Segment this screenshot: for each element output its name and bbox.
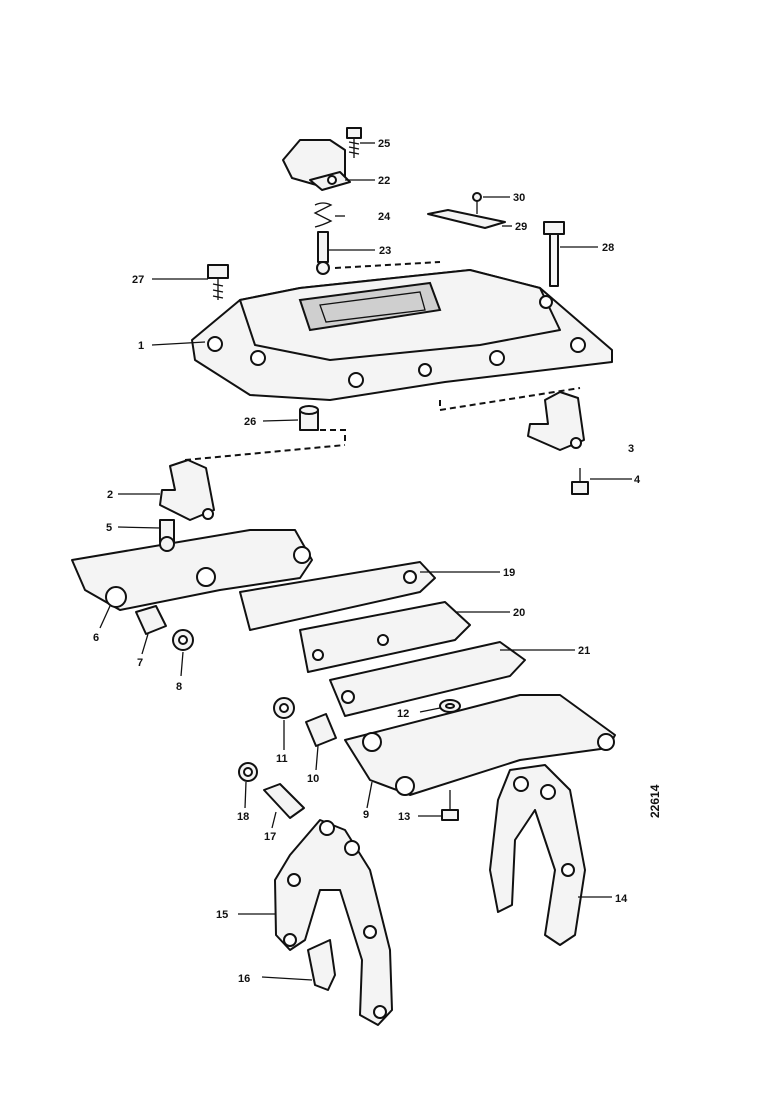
callout-20: 20 [513, 607, 525, 619]
callout-16: 16 [238, 973, 250, 985]
bracket-2 [159, 459, 215, 521]
callout-15: 15 [216, 909, 228, 921]
bolt-13 [441, 790, 459, 821]
spacer-10 [305, 713, 337, 747]
bolt-28 [543, 221, 565, 287]
callouts: 1 2 3 4 5 6 7 8 9 10 11 12 13 14 15 16 1… [93, 138, 662, 985]
callout-17: 17 [264, 831, 276, 843]
callout-23: 23 [379, 245, 391, 257]
nut-12 [439, 699, 461, 713]
selector-rail-6 [71, 519, 313, 611]
bolt-27 [207, 264, 229, 300]
callout-30: 30 [513, 192, 525, 204]
figure-reference-number: 22614 [648, 784, 662, 818]
assembly-lines [184, 261, 581, 461]
leader-lines [99, 142, 632, 981]
callout-19: 19 [503, 567, 515, 579]
callout-14: 14 [615, 893, 628, 905]
shift-fork-15 [274, 819, 393, 1026]
selector-rail-9 [344, 694, 616, 796]
callout-28: 28 [602, 242, 614, 254]
callout-8: 8 [176, 681, 182, 693]
callout-18: 18 [237, 811, 249, 823]
housing-cover-1 [191, 269, 613, 401]
callout-24: 24 [378, 211, 391, 223]
callout-1: 1 [138, 340, 144, 352]
shift-fork-14 [489, 764, 586, 946]
callout-25: 25 [378, 138, 390, 150]
plate-20 [299, 601, 471, 673]
ring-18 [238, 762, 258, 782]
spring-and-pin [313, 202, 333, 275]
callout-9: 9 [363, 809, 369, 821]
callout-22: 22 [378, 175, 390, 187]
plate-29 [427, 192, 506, 229]
callout-3: 3 [628, 443, 634, 455]
callout-4: 4 [634, 474, 641, 486]
bracket-assembly-22 [282, 127, 362, 191]
callout-29: 29 [515, 221, 527, 233]
plate-21 [329, 641, 526, 717]
callout-7: 7 [137, 657, 143, 669]
bushing-26 [299, 405, 319, 431]
callout-12: 12 [397, 708, 409, 720]
callout-6: 6 [93, 632, 99, 644]
callout-13: 13 [398, 811, 410, 823]
callout-10: 10 [307, 773, 319, 785]
bracket-3 [527, 391, 585, 451]
callout-5: 5 [106, 522, 112, 534]
callout-2: 2 [107, 489, 113, 501]
spring-17 [263, 783, 305, 819]
spacer-7 [135, 605, 167, 635]
nut-8 [172, 629, 194, 651]
callout-11: 11 [276, 753, 288, 765]
ring-11 [273, 697, 295, 719]
pad-16 [307, 939, 336, 991]
plate-19 [239, 561, 436, 631]
callout-27: 27 [132, 274, 144, 286]
callout-21: 21 [578, 645, 590, 657]
bolt-4 [571, 468, 589, 495]
callout-26: 26 [244, 416, 256, 428]
